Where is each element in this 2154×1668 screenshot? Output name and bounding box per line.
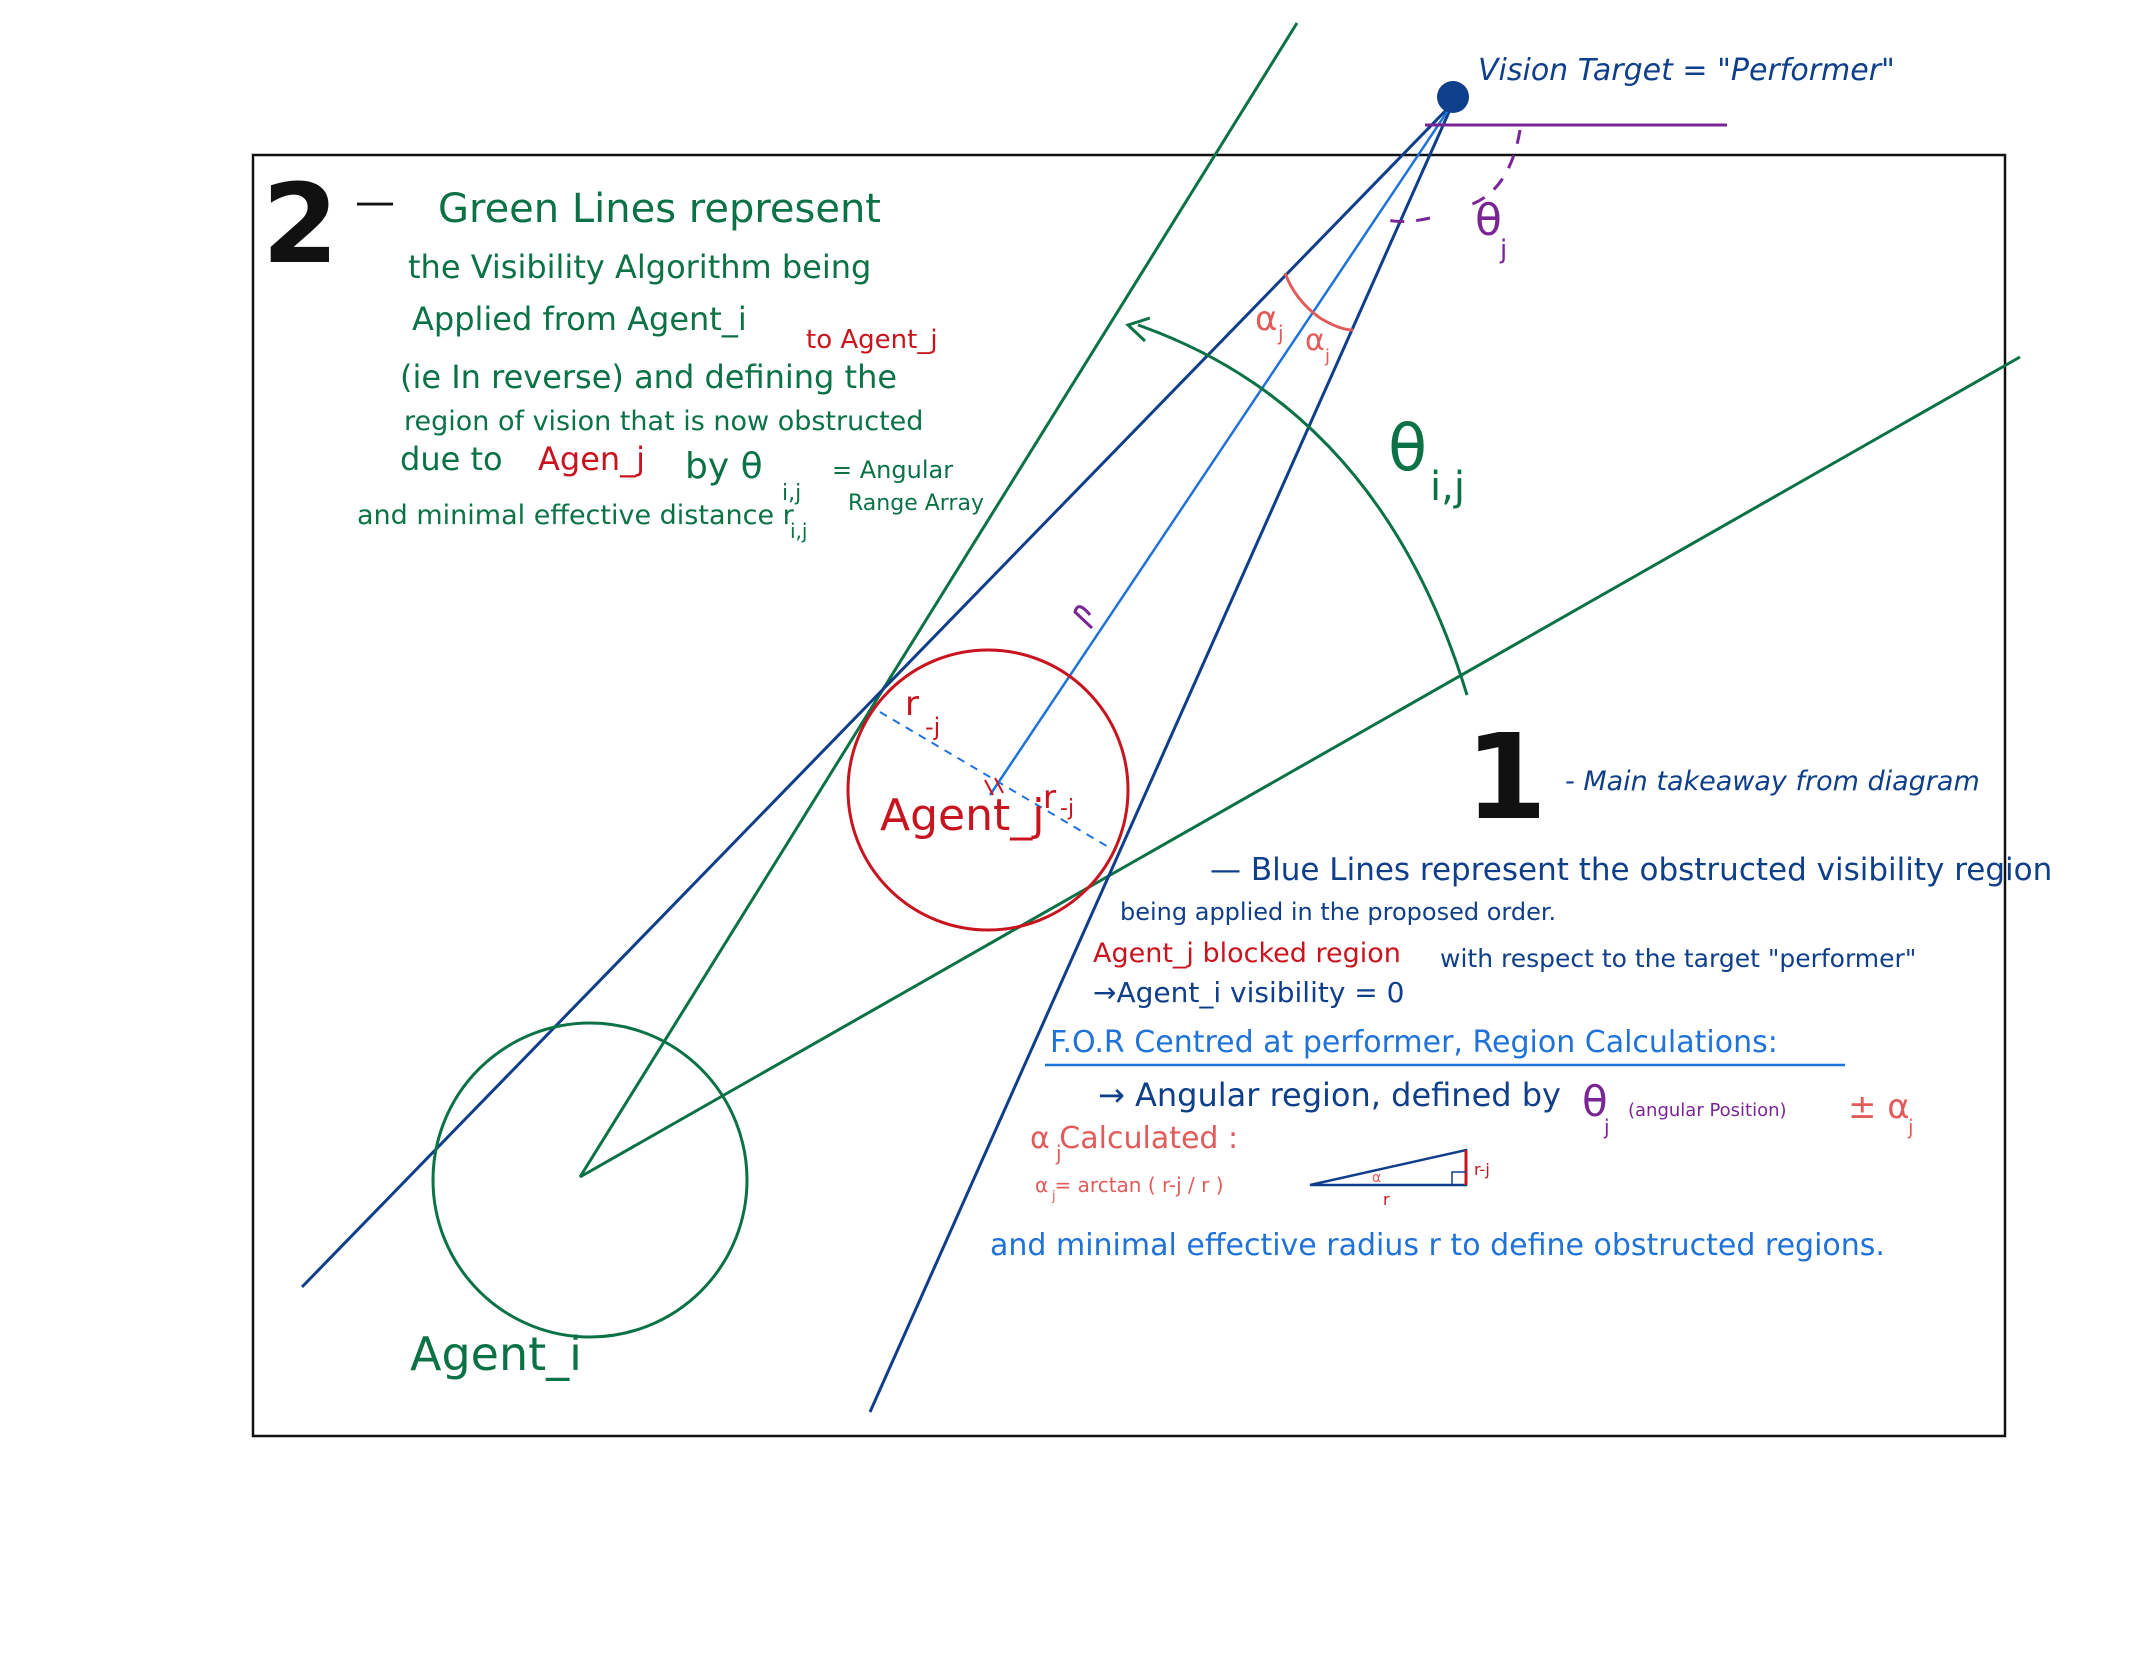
agent-i-circle [431, 1021, 749, 1339]
r-j-mid-label: r [1043, 778, 1057, 816]
theta-j-label: θ [1475, 195, 1502, 246]
green-theta-arc [1137, 323, 1469, 696]
note1-formula: α = arctan ( r-j / r ) [1035, 1173, 1224, 1197]
tick-marks-center [984, 777, 1004, 796]
r-j-top-label: r [905, 684, 919, 724]
green-arc-arrowhead [1125, 316, 1151, 343]
note2-line6a: due to [400, 440, 503, 478]
r-j-mid-sub: -j [1060, 796, 1074, 821]
triangle-rj-label: r-j [1474, 1160, 1490, 1179]
agent-i-label: Agent_i [410, 1327, 582, 1381]
note2-line7b: i,j [790, 519, 807, 543]
note2-line6e: = Angular [832, 456, 953, 484]
theta-j-sub: j [1499, 235, 1507, 265]
note1-line3b: with respect to the target "performer" [1440, 944, 1916, 973]
triangle-right-angle [1451, 1171, 1466, 1185]
note1-line2: being applied in the proposed order. [1120, 898, 1556, 926]
note2-line5: region of vision that is now obstructed [404, 406, 923, 437]
vision-target-dot [1437, 81, 1469, 113]
agent-j-label: Agent_j [880, 790, 1044, 841]
alpha-right-sub: j [1324, 346, 1330, 367]
note1-line7-sub: j [1055, 1141, 1062, 1165]
note1-line1: — Blue Lines represent the obstructed vi… [1210, 852, 2052, 888]
agent-j-circle [846, 648, 1130, 932]
note1-line8: and minimal effective radius r to define… [990, 1228, 1885, 1263]
note1-line6d: (angular Position) [1628, 1100, 1787, 1121]
purple-theta-arc [1379, 129, 1522, 223]
alpha-arc-right [1319, 316, 1354, 332]
green-line-lower [579, 355, 2021, 1179]
navy-line-right [868, 102, 1455, 1413]
note2-line6f: Range Array [848, 491, 984, 516]
triangle-r-label: r [1383, 1190, 1390, 1209]
note2-line3b: to Agent_j [806, 325, 938, 355]
note1-line7: α Calculated : [1030, 1121, 1238, 1156]
alpha-left-sub: j [1277, 321, 1284, 345]
alpha-arc-left [1283, 272, 1321, 320]
note2-line6c: by θ [685, 446, 763, 487]
note1-formula-sub: j [1051, 1189, 1056, 1204]
note1-takeaway: - Main takeaway from diagram [1565, 766, 1980, 797]
note2-line3a: Applied from Agent_i [412, 300, 747, 338]
formula-triangle [1309, 1148, 1468, 1187]
note2-line1: Green Lines represent [438, 186, 881, 232]
note2-line6b: Agen_j [538, 440, 645, 478]
note1-number: 1 [1465, 708, 1547, 846]
blue-center-line [988, 102, 1455, 796]
frame-border [251, 153, 2007, 1438]
theta-ij-sub: i,j [1430, 464, 1465, 510]
note1-line3a: Agent_j blocked region [1093, 938, 1401, 969]
alpha-right-label: α [1305, 323, 1325, 358]
note1-line6f: j [1907, 1115, 1914, 1139]
r-j-top-sub: -j [925, 713, 940, 741]
alpha-left-label: α [1255, 299, 1277, 339]
theta-ij-label: θ [1388, 412, 1427, 486]
note1-line6e: ± α [1848, 1087, 1910, 1127]
note1-line5: F.O.R Centred at performer, Region Calcu… [1050, 1025, 1778, 1060]
note2-line2: the Visibility Algorithm being [408, 248, 871, 286]
note2-dash: — [355, 179, 395, 225]
note1-line6a: → Angular region, defined by [1098, 1076, 1561, 1114]
note1-line6c: j [1603, 1115, 1610, 1139]
vision-target-label: Vision Target = "Performer" [1478, 53, 1895, 88]
note1-line4: →Agent_i visibility = 0 [1093, 976, 1404, 1009]
navy-line-left [300, 101, 1455, 1289]
note2-line7a: and minimal effective distance r [357, 500, 795, 531]
note2-number: 2 [262, 160, 339, 288]
note2-line4: (ie In reverse) and defining the [400, 358, 897, 396]
note1-line6b: θ [1582, 1077, 1608, 1126]
note2-line6d: i,j [782, 481, 801, 506]
green-line-upper [578, 22, 1299, 1178]
triangle-alpha-label: α [1372, 1170, 1381, 1186]
r-main-mark [1073, 605, 1094, 630]
